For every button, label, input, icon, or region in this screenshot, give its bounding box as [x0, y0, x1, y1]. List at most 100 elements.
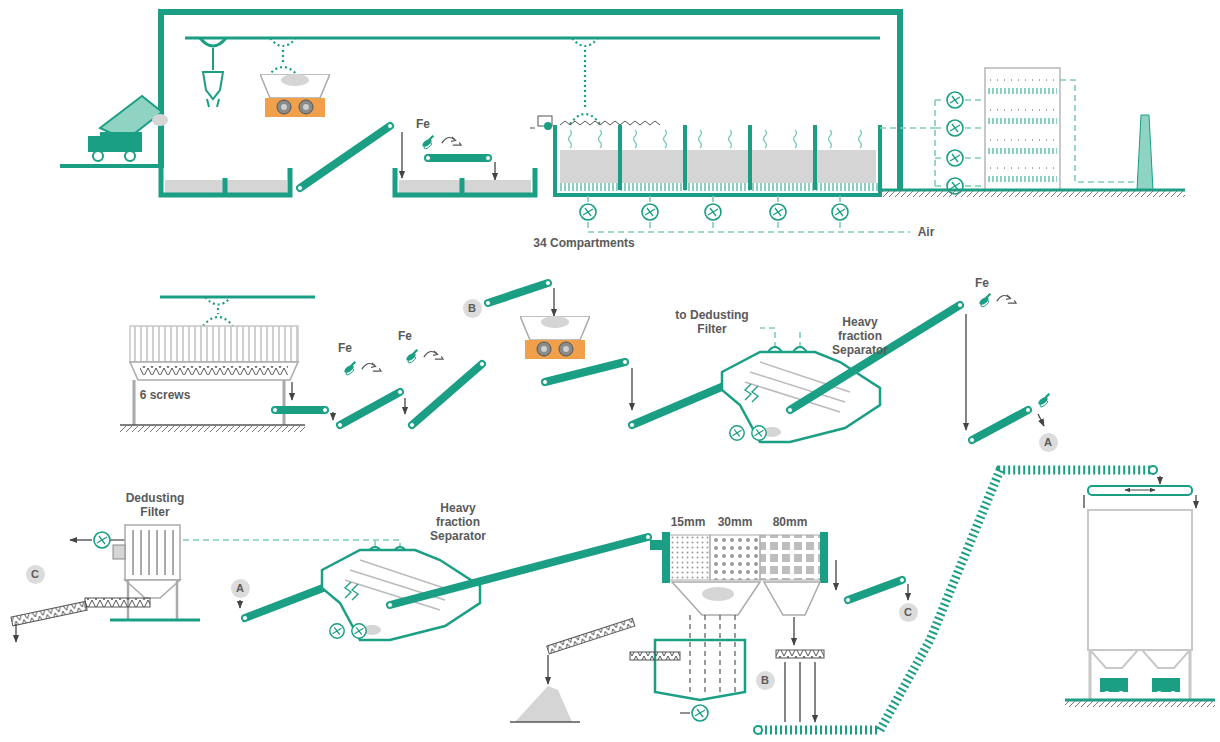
connector-circle: B: [756, 671, 775, 690]
air-separator: [793, 617, 794, 645]
crane-dotted: [268, 38, 298, 76]
crane-dotted: [570, 38, 600, 124]
stack: [1137, 115, 1153, 190]
heavy-separator: [760, 328, 800, 348]
air-separator: [785, 662, 815, 722]
biofilter: [988, 118, 1057, 124]
conveyor: [340, 392, 400, 425]
conveyor: [412, 364, 482, 425]
magnet: [997, 295, 1016, 303]
bunker: [60, 164, 161, 168]
conveyor: [426, 156, 491, 161]
conveyor: [546, 281, 551, 286]
building-frame: [161, 12, 900, 190]
magnet: [362, 363, 381, 371]
screw-feeder: [134, 380, 284, 425]
air-separator: [510, 615, 824, 722]
conveyor: [323, 408, 328, 413]
air-separator: [515, 686, 572, 722]
dedusting-filter: [113, 545, 125, 559]
exhaust-air: [880, 100, 985, 186]
screw-count: 6 screws: [140, 388, 191, 402]
stack: [1137, 115, 1153, 190]
connector-circle: C: [899, 603, 918, 622]
magnet: [1037, 394, 1049, 408]
connector-letter: A: [1044, 436, 1052, 448]
conveyor: [298, 186, 303, 191]
dedusting-filter: [125, 525, 180, 580]
arrows: [965, 314, 966, 430]
connector-circle: B: [463, 299, 482, 318]
silo: [1142, 650, 1190, 668]
conveyor: [480, 362, 485, 367]
dedusting-filter: [94, 532, 110, 548]
aeration-fans: [580, 195, 910, 232]
composting-hall: [569, 130, 572, 148]
magnet: [421, 136, 433, 150]
air-separator: [690, 615, 735, 695]
truck: [100, 132, 142, 152]
arrows: [494, 162, 495, 180]
bunker: [395, 168, 535, 195]
composting-hall: [599, 130, 602, 148]
dedusting-filter: [85, 598, 150, 607]
conveyor: [543, 360, 741, 428]
magnet: [405, 350, 443, 364]
arrows: [402, 132, 495, 180]
conveyor: [970, 408, 1031, 443]
heavy-separator: [752, 426, 766, 440]
composting-hall: [530, 116, 880, 195]
conveyor: [243, 616, 248, 621]
drum-screen: [710, 535, 760, 580]
magnet: [978, 294, 990, 308]
crusher: [520, 316, 590, 359]
dedusting-filter: [15, 624, 16, 642]
silo: [1118, 691, 1124, 697]
screw-feeder: [130, 326, 298, 362]
dedusting-filter: [110, 619, 200, 622]
bunker: [399, 180, 531, 193]
silo: [1088, 510, 1192, 650]
conveyor: [273, 362, 485, 428]
crusher: [520, 316, 590, 359]
dedusting-filter: [11, 601, 87, 626]
air-separator: [692, 705, 708, 721]
conveyor: [388, 535, 651, 608]
conveyor: [486, 281, 551, 306]
aeration-fans: [770, 204, 786, 220]
conveyor: [790, 305, 960, 410]
composting-hall: [859, 130, 862, 148]
exhaust-air: [947, 150, 963, 166]
composting-hall: [558, 183, 878, 191]
composting-hall: [569, 130, 862, 148]
silo: [1125, 490, 1155, 491]
crusher: [260, 74, 330, 117]
drum-screen: [764, 582, 820, 615]
conveyor: [900, 578, 905, 583]
silo: [1104, 691, 1110, 697]
silo: [1065, 701, 1215, 707]
bunker: [60, 166, 290, 195]
conveyor: [646, 535, 651, 540]
aeration-fans: [588, 222, 910, 232]
biofilter: [988, 88, 1057, 94]
conveyor: [298, 124, 393, 191]
crane-grab: [203, 72, 223, 99]
duct-note: to Dedusting Filter: [671, 308, 753, 336]
crane-dotted: [203, 297, 233, 326]
crane-rail: [160, 296, 315, 299]
air-separator: [547, 618, 635, 653]
arrows: [1038, 414, 1044, 426]
crane-rail: [160, 297, 315, 298]
arrows: [907, 584, 908, 600]
connector-letter: C: [31, 568, 39, 580]
biofilter: [990, 80, 1055, 168]
dedusting-filter: [110, 539, 125, 540]
compartment-count: 34 Compartments: [533, 236, 634, 250]
arrows: [553, 288, 554, 316]
truck: [93, 151, 103, 161]
equipment-name: Heavy fraction Separator: [823, 315, 897, 357]
composting-hall: [794, 130, 797, 148]
connector-circle: C: [26, 565, 45, 584]
arrows: [631, 368, 632, 410]
